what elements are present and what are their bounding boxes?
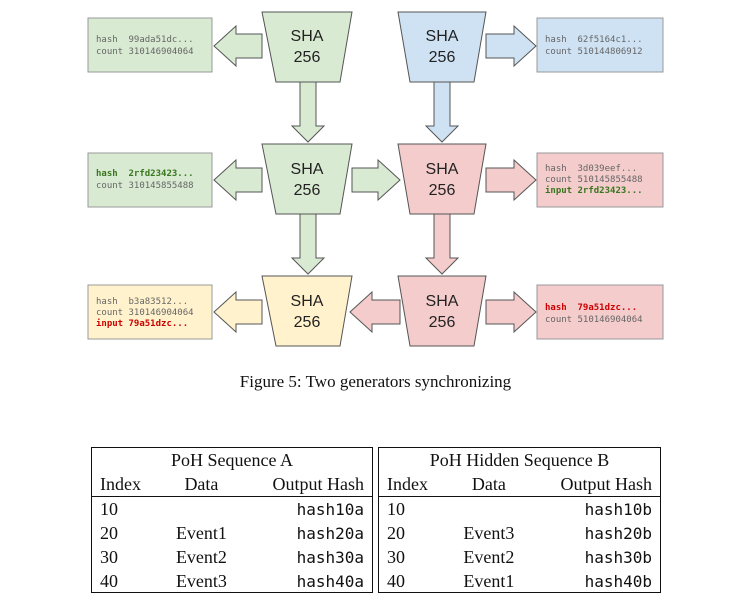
table-a-cell-hash: hash20a <box>296 523 364 543</box>
poh-hidden-sequence-b-table: PoH Hidden Sequence B Index Data Output … <box>379 448 660 593</box>
sha-a2-line1: SHA <box>291 161 324 178</box>
state-box-b2 <box>536 152 664 208</box>
arrow-a1-a2 <box>290 81 326 143</box>
table-b-header-index: Index <box>379 472 449 497</box>
poh-sequence-a-table: PoH Sequence A Index Data Output Hash 10… <box>92 448 372 593</box>
sha-b1-line1: SHA <box>426 28 459 45</box>
table-b-cell-index: 10 <box>387 498 405 519</box>
table-row: 40 Event3 hash40a <box>92 569 372 593</box>
table-a-cell-index: 20 <box>100 522 118 543</box>
sha-block-b1 <box>397 11 487 83</box>
table-row: 10 hash10b <box>379 497 660 522</box>
table-a-cell-index: 30 <box>100 546 118 567</box>
table-a-cell-hash: hash10a <box>296 499 364 519</box>
box-a1-count: count 310146904064 <box>96 47 194 57</box>
table-a-cell-index: 40 <box>100 570 118 591</box>
box-b1-count: count 510144806912 <box>545 47 643 57</box>
table-row: 20 Event1 hash20a <box>92 521 372 545</box>
figure-caption: Figure 5: Two generators synchronizing <box>239 372 512 391</box>
box-b2-hash: hash 3d039eef... <box>545 164 637 174</box>
box-a3-input: input 79a51dzc... <box>96 318 188 329</box>
table-a-title: PoH Sequence A <box>171 449 293 470</box>
table-b-cell-data: Event2 <box>463 546 515 567</box>
table-a-header-data: Data <box>160 472 242 497</box>
arrow-a3-out <box>213 290 263 334</box>
table-b-cell-data: Event3 <box>463 522 515 543</box>
table-b-header-data: Data <box>448 472 530 497</box>
sha-b2-line2: 256 <box>429 182 456 199</box>
arrow-b1-b2 <box>424 81 460 143</box>
table-b-cell-data <box>448 497 529 522</box>
sha-block-a3 <box>261 275 353 347</box>
generator-sync-diagram: SHA 256 SHA 256 SHA 256 SHA 256 SHA 256 … <box>87 11 664 347</box>
box-a3-count: count 310146904064 <box>96 308 194 318</box>
sha-block-b3 <box>397 275 487 347</box>
arrow-b2-out <box>485 158 537 202</box>
table-b-cell-hash: hash30b <box>584 547 652 567</box>
arrow-a2-a3 <box>290 213 326 275</box>
box-a1-hash: hash 99ada51dc... <box>96 35 194 45</box>
sha-b3-line1: SHA <box>426 293 459 310</box>
table-a-cell-data: Event1 <box>175 522 227 543</box>
sha-a3-line2: 256 <box>294 314 321 331</box>
sha-b2-line1: SHA <box>426 161 459 178</box>
arrow-a2-out <box>213 158 263 202</box>
sha-block-a1 <box>261 11 353 83</box>
table-row: 20 Event3 hash20b <box>379 521 660 545</box>
table-a-cell-data: Event2 <box>175 546 227 567</box>
table-a-cell-hash: hash40a <box>296 571 364 591</box>
sha-a1-line1: SHA <box>291 28 324 45</box>
box-b2-input: input 2rfd23423... <box>545 185 643 196</box>
table-b-cell-index: 40 <box>387 570 405 591</box>
table-b-cell-hash: hash20b <box>584 523 652 543</box>
state-box-b3 <box>536 284 664 340</box>
arrow-b3-a3 <box>349 290 401 334</box>
arrow-b1-out <box>485 24 537 68</box>
sha-b3-line2: 256 <box>429 314 456 331</box>
box-b2-count: count 510145855488 <box>545 175 643 185</box>
box-b1-hash: hash 62f5164c1... <box>545 35 643 45</box>
arrow-b2-b3 <box>424 213 460 275</box>
table-row: 10 hash10a <box>92 497 372 522</box>
table-b-cell-hash: hash40b <box>584 571 652 591</box>
box-a3-hash: hash b3a83512... <box>96 297 188 307</box>
table-a-header-index: Index <box>92 472 161 497</box>
arrow-a1-out <box>213 24 263 68</box>
table-row: 30 Event2 hash30b <box>379 545 660 569</box>
box-a2-count: count 310145855488 <box>96 181 194 191</box>
table-a-cell-index: 10 <box>100 498 118 519</box>
box-b3-count: count 510146904064 <box>545 315 643 325</box>
table-row: 40 Event1 hash40b <box>379 569 660 593</box>
sha-b1-line2: 256 <box>429 49 456 66</box>
table-a-cell-data: Event3 <box>175 570 227 591</box>
sha-block-a2 <box>261 143 353 215</box>
table-b-header-hash: Output Hash <box>529 472 660 497</box>
state-box-a1 <box>87 17 213 73</box>
table-b-frame <box>378 447 661 593</box>
state-box-a2 <box>87 152 213 208</box>
arrow-a2-b2 <box>351 158 401 202</box>
table-b-cell-index: 30 <box>387 546 405 567</box>
sha-a2-line2: 256 <box>294 182 321 199</box>
box-b3-hash: hash 79a51dzc... <box>545 303 637 313</box>
table-a-frame <box>91 447 373 593</box>
table-b-title: PoH Hidden Sequence B <box>429 449 610 470</box>
box-a2-hash: hash 2rfd23423... <box>96 169 194 179</box>
sha-a3-line1: SHA <box>291 293 324 310</box>
table-row: 30 Event2 hash30a <box>92 545 372 569</box>
table-b-cell-data: Event1 <box>463 570 515 591</box>
sha-a1-line2: 256 <box>294 49 321 66</box>
table-a-cell-data <box>161 497 242 522</box>
table-a-header-hash: Output Hash <box>241 472 372 497</box>
table-b-cell-hash: hash10b <box>584 499 652 519</box>
table-b-cell-index: 20 <box>387 522 405 543</box>
sha-block-b2 <box>397 143 487 215</box>
state-box-b1 <box>536 17 664 73</box>
state-box-a3 <box>87 284 213 340</box>
table-a-cell-hash: hash30a <box>296 547 364 567</box>
arrow-b3-out <box>485 290 537 334</box>
